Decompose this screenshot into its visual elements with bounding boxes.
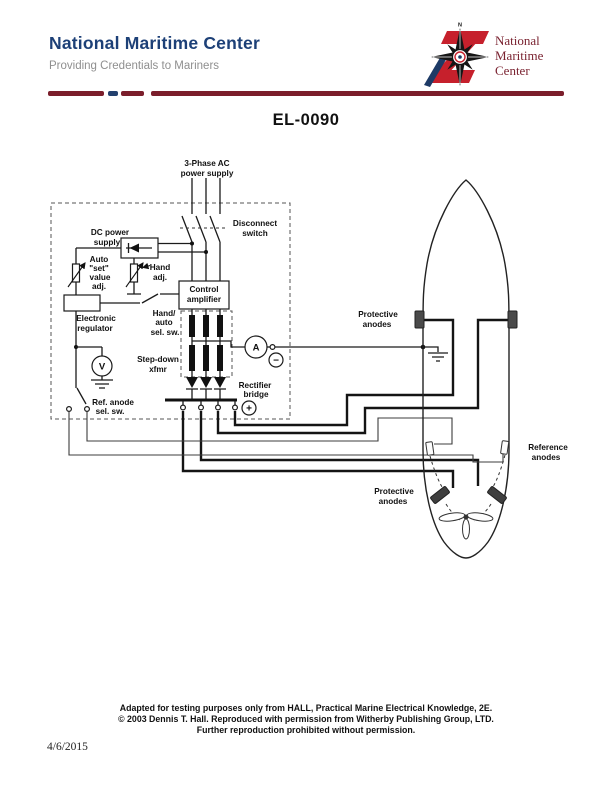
label-control-amplifier: amplifier <box>187 295 222 304</box>
propeller <box>438 512 494 540</box>
plus-sign: + <box>246 404 252 415</box>
negative-terminal-symbol <box>268 352 284 368</box>
label-rectifier-bridge: Rectifier <box>239 381 273 390</box>
hand-adj-pot <box>125 258 151 295</box>
label-protective-anodes-forward: anodes <box>363 320 392 329</box>
voltmeter-letter: V <box>99 362 106 373</box>
separator-red-segment <box>48 91 104 96</box>
page-subtitle: Providing Credentials to Mariners <box>49 60 220 72</box>
label-hand-auto-sel-sw: Hand/ <box>153 309 176 318</box>
label-disconnect-switch: switch <box>242 229 267 238</box>
compass-north-letter: N <box>458 23 462 29</box>
label-protective-anodes-aft: Protective <box>374 487 414 496</box>
logo-line: National <box>495 33 540 48</box>
label-disconnect-switch: Disconnect <box>233 219 277 228</box>
page-date: 4/6/2015 <box>47 741 88 753</box>
label-hand-auto-sel-sw: auto <box>155 318 172 327</box>
protective-anodes-aft <box>430 486 507 504</box>
anode-cable-runs <box>68 318 513 488</box>
positive-terminal-symbol <box>241 400 257 416</box>
separator-red-segment <box>121 91 144 96</box>
logo-line: Center <box>495 63 530 78</box>
label-hand-auto-sel-sw: sel. sw. <box>151 328 180 337</box>
ref-anode-selector-switch <box>65 387 90 413</box>
label-phase-ac: power supply <box>181 169 234 178</box>
label-phase-ac: 3-Phase AC <box>184 159 229 168</box>
protective-anodes-forward <box>414 310 518 329</box>
footer-attribution-line3: Further reproduction prohibited without … <box>196 725 416 735</box>
label-auto-set-value-adj: "set" <box>89 264 109 273</box>
ammeter-circuit <box>220 335 426 368</box>
label-protective-anodes-forward: Protective <box>358 310 398 319</box>
label-protective-anodes-aft: anodes <box>379 497 408 506</box>
label-step-down-xfmr: Step-down <box>137 355 179 364</box>
logo-wordmark: National Maritime Center <box>495 33 543 78</box>
equipment-enclosure-dashed-box <box>50 202 291 420</box>
label-auto-set-value-adj: value <box>90 273 111 282</box>
label-hand-adj: adj. <box>153 273 167 282</box>
label-reference-anodes: Reference <box>528 443 568 452</box>
label-ref-anode-sel-sw: Ref. anode <box>92 398 134 407</box>
label-auto-set-value-adj: adj. <box>92 282 106 291</box>
minus-sign: − <box>273 356 279 367</box>
label-reference-anodes: anodes <box>532 453 561 462</box>
exam-figure-code: EL-0090 <box>272 111 340 129</box>
label-ref-anode-sel-sw: sel. sw. <box>96 407 125 416</box>
separator-blue-segment <box>108 91 118 96</box>
voltmeter-circuit <box>74 311 113 389</box>
label-control-amplifier: Control <box>189 285 218 294</box>
hull-ground-symbol <box>423 346 448 362</box>
step-down-transformer <box>180 309 233 378</box>
nmc-logo: N <box>424 23 489 87</box>
rectifier-bridge <box>165 377 257 416</box>
label-step-down-xfmr: xfmr <box>149 365 168 374</box>
three-phase-lines <box>180 178 226 281</box>
label-hand-adj: Hand <box>150 263 170 272</box>
auto-set-value-pot <box>67 262 86 295</box>
footer-attribution-line2: © 2003 Dennis T. Hall. Reproduced with p… <box>118 714 494 724</box>
separator-red-segment <box>151 91 564 96</box>
dc-power-supply-box <box>75 237 208 264</box>
page-title: National Maritime Center <box>49 33 260 53</box>
compass-rose-icon: N <box>431 23 489 86</box>
hand-auto-selector-switch <box>100 293 179 304</box>
label-auto-set-value-adj: Auto <box>90 255 109 264</box>
label-electronic-regulator: regulator <box>77 324 113 333</box>
rudder <box>462 518 470 540</box>
electronic-regulator-box <box>63 294 101 312</box>
logo-line: Maritime <box>495 48 544 63</box>
label-dc-power-supply: supply <box>94 238 121 247</box>
reference-anodes <box>425 440 510 456</box>
ship-hull-outline <box>422 179 510 559</box>
header-separator <box>48 91 564 96</box>
label-dc-power-supply: DC power <box>91 228 130 237</box>
ground-symbol <box>91 376 113 389</box>
label-rectifier-bridge: bridge <box>243 390 268 399</box>
control-amplifier-box <box>178 280 230 310</box>
label-electronic-regulator: Electronic <box>76 314 116 323</box>
footer-attribution-line1: Adapted for testing purposes only from H… <box>119 703 493 713</box>
ammeter-letter: A <box>253 343 260 354</box>
